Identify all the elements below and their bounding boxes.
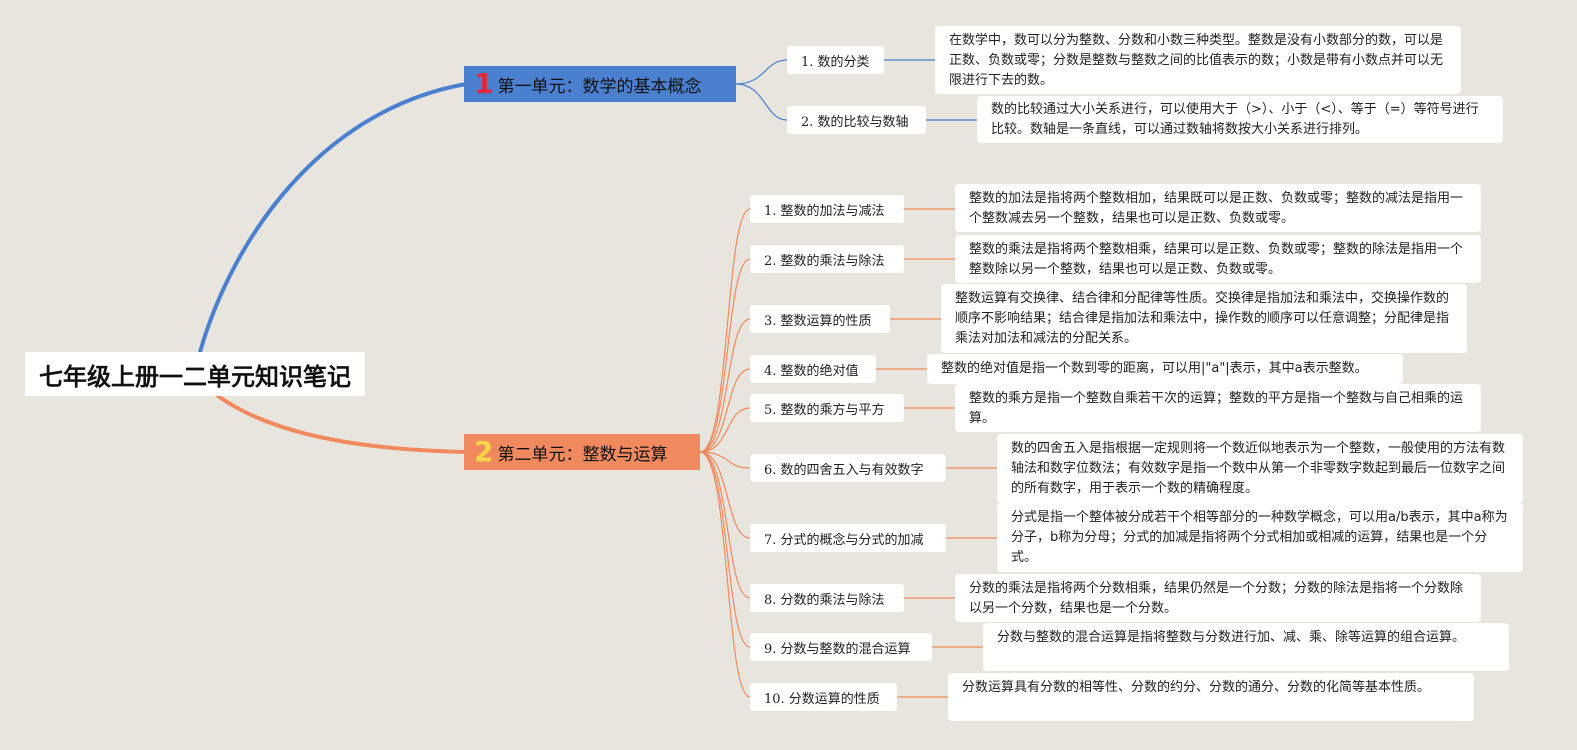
- topic-label: 10. 分数运算的性质: [764, 691, 880, 707]
- unit2-topic5-link: [699, 407, 751, 453]
- unit2-topic-3[interactable]: 3. 整数运算的性质: [750, 305, 890, 333]
- unit2-topic-5[interactable]: 5. 整数的乘方与平方: [750, 394, 904, 422]
- topic-label: 8. 分数的乘法与除法: [764, 592, 885, 608]
- topic-label: 1. 整数的加法与减法: [764, 203, 885, 219]
- unit2-topic10-link: [699, 451, 751, 698]
- unit1-topic-1-detail: 在数学中，数可以分为整数、分数和小数三种类型。整数是没有小数部分的数，可以是正数…: [935, 26, 1461, 94]
- unit2-topic-6-detail: 数的四舍五入是指根据一定规则将一个数近似地表示为一个整数，一般使用的方法有数轴法…: [997, 434, 1523, 503]
- unit2-topic1-link: [699, 208, 751, 453]
- detail-text: 整数的乘法是指将两个整数相乘，结果可以是正数、负数或零；整数的除法是指用一个整数…: [969, 242, 1464, 277]
- unit1-topic2-link: [735, 83, 788, 121]
- root-to-unit1-branch: [198, 82, 468, 354]
- unit2-topic-4-detail: 整数的绝对值是指一个数到零的距离，可以用|"a"|表示，其中a表示整数。: [927, 354, 1403, 384]
- detail-text: 整数运算有交换律、结合律和分配律等性质。交换律是指加法和乘法中，交换操作数的顺序…: [955, 291, 1450, 346]
- unit2-topic-7[interactable]: 7. 分式的概念与分式的加减: [750, 524, 946, 552]
- topic-label: 9. 分数与整数的混合运算: [764, 641, 911, 657]
- unit2-topic-8[interactable]: 8. 分数的乘法与除法: [750, 584, 904, 612]
- topic-label: 2. 数的比较与数轴: [801, 114, 909, 130]
- detail-text: 整数的加法是指将两个整数相加，结果既可以是正数、负数或零；整数的减法是指用一个整…: [969, 191, 1464, 226]
- unit2-topic-5-detail: 整数的乘方是指一个整数自乘若干次的运算；整数的平方是指一个整数与自己相乘的运算。: [955, 384, 1481, 432]
- root-topic[interactable]: 七年级上册一二单元知识笔记: [25, 352, 365, 396]
- unit1-topic-2[interactable]: 2. 数的比较与数轴: [787, 106, 926, 134]
- unit2-topic7-link: [699, 451, 751, 539]
- detail-text: 整数的绝对值是指一个数到零的距离，可以用|"a"|表示，其中a表示整数。: [941, 361, 1368, 376]
- topic-label: 4. 整数的绝对值: [764, 363, 859, 379]
- unit2-topic-10[interactable]: 10. 分数运算的性质: [750, 683, 897, 711]
- detail-text: 分式是指一个整体被分成若干个相等部分的一种数学概念，可以用a/b表示，其中a称为…: [1011, 510, 1508, 565]
- unit2-title: 第二单元：整数与运算: [497, 444, 668, 465]
- detail-text: 分数的乘法是指将两个分数相乘，结果仍然是一个分数；分数的除法是指将一个分数除以另…: [969, 581, 1464, 616]
- unit2-topic-2-detail: 整数的乘法是指将两个整数相乘，结果可以是正数、负数或零；整数的除法是指用一个整数…: [955, 235, 1481, 283]
- unit1-topic-1[interactable]: 1. 数的分类: [787, 46, 884, 74]
- unit2-topic9-link: [699, 451, 751, 648]
- topic-label: 2. 整数的乘法与除法: [764, 253, 885, 269]
- unit2-topic-3-detail: 整数运算有交换律、结合律和分配律等性质。交换律是指加法和乘法中，交换操作数的顺序…: [941, 284, 1467, 353]
- detail-text: 在数学中，数可以分为整数、分数和小数三种类型。整数是没有小数部分的数，可以是正数…: [949, 33, 1444, 88]
- detail-text: 数的比较通过大小关系进行，可以使用大于（>）、小于（<）、等于（=）等符号进行比…: [991, 102, 1479, 137]
- unit1-number-marker: 1: [474, 67, 494, 100]
- detail-text: 数的四舍五入是指根据一定规则将一个数近似地表示为一个整数，一般使用的方法有数轴法…: [1011, 441, 1506, 496]
- unit2-topic-1[interactable]: 1. 整数的加法与减法: [750, 195, 904, 223]
- topic-label: 6. 数的四舍五入与有效数字: [764, 462, 924, 478]
- unit1-topic-2-detail: 数的比较通过大小关系进行，可以使用大于（>）、小于（<）、等于（=）等符号进行比…: [977, 96, 1503, 143]
- root-title: 七年级上册一二单元知识笔记: [39, 362, 351, 391]
- unit2-topic-10-detail: 分数运算具有分数的相等性、分数的约分、分数的通分、分数的化简等基本性质。: [948, 673, 1474, 721]
- topic-label: 5. 整数的乘方与平方: [764, 402, 885, 418]
- unit2-topic-4[interactable]: 4. 整数的绝对值: [750, 355, 876, 383]
- unit2-topic-6[interactable]: 6. 数的四舍五入与有效数字: [750, 454, 946, 482]
- unit1-topic1-link: [735, 59, 788, 85]
- unit2-topic3-link: [699, 318, 751, 453]
- unit2-topic-9-detail: 分数与整数的混合运算是指将整数与分数进行加、减、乘、除等运算的组合运算。: [983, 623, 1509, 671]
- unit2-node[interactable]: 2 第二单元：整数与运算: [464, 434, 700, 470]
- topic-label: 1. 数的分类: [801, 54, 870, 70]
- unit2-topic6-link: [699, 451, 751, 469]
- detail-text: 分数运算具有分数的相等性、分数的约分、分数的通分、分数的化简等基本性质。: [962, 680, 1431, 695]
- unit2-topic4-link: [699, 368, 751, 453]
- unit2-topic-1-detail: 整数的加法是指将两个整数相加，结果既可以是正数、负数或零；整数的减法是指用一个整…: [955, 184, 1481, 232]
- topic-label: 3. 整数运算的性质: [764, 313, 872, 329]
- detail-text: 分数与整数的混合运算是指将整数与分数进行加、减、乘、除等运算的组合运算。: [997, 630, 1466, 645]
- unit2-topic8-link: [699, 451, 751, 599]
- unit2-topic-7-detail: 分式是指一个整体被分成若干个相等部分的一种数学概念，可以用a/b表示，其中a称为…: [997, 503, 1523, 572]
- topic-label: 7. 分式的概念与分式的加减: [764, 532, 924, 548]
- unit2-number-marker: 2: [474, 435, 494, 468]
- unit1-title: 第一单元：数学的基本概念: [497, 76, 702, 97]
- unit2-topic2-link: [699, 258, 751, 453]
- unit2-topic-8-detail: 分数的乘法是指将两个分数相乘，结果仍然是一个分数；分数的除法是指将一个分数除以另…: [955, 574, 1481, 622]
- unit2-topic-2[interactable]: 2. 整数的乘法与除法: [750, 245, 904, 273]
- unit2-topic-9[interactable]: 9. 分数与整数的混合运算: [750, 633, 932, 661]
- unit1-node[interactable]: 1 第一单元：数学的基本概念: [464, 66, 736, 102]
- detail-text: 整数的乘方是指一个整数自乘若干次的运算；整数的平方是指一个整数与自己相乘的运算。: [969, 391, 1464, 426]
- root-to-unit2-branch: [216, 394, 468, 454]
